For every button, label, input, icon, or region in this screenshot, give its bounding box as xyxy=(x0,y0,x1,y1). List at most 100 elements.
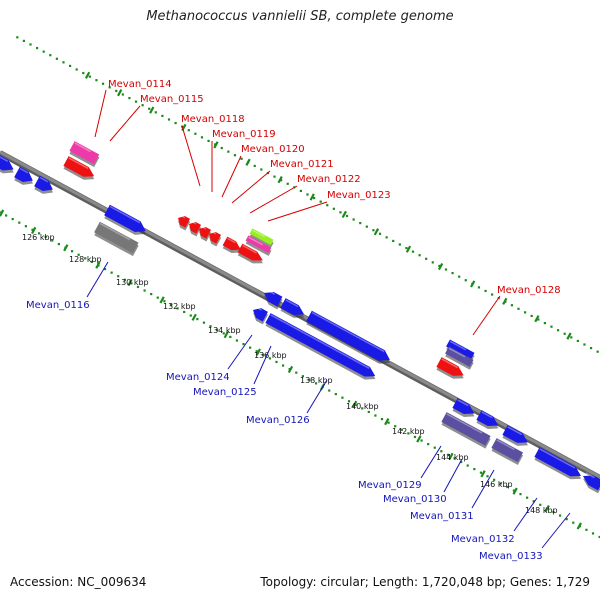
gene-label-Mevan_0119[interactable]: Mevan_0119 xyxy=(212,129,276,140)
gene-Mevan_0114[interactable] xyxy=(68,141,100,168)
gene-Mevan_0129[interactable] xyxy=(451,398,478,421)
track-dot xyxy=(128,96,131,100)
track-dot xyxy=(29,43,32,46)
track-dot xyxy=(167,118,171,121)
gene-Mevan_0121[interactable] xyxy=(205,230,222,247)
track-dot xyxy=(339,211,342,214)
gene-label-Mevan_0131[interactable]: Mevan_0131 xyxy=(410,511,474,522)
gene-body xyxy=(491,438,523,463)
track-dot xyxy=(347,400,351,403)
gene-body xyxy=(446,339,475,360)
track-dot xyxy=(361,407,364,410)
gene-label-Mevan_0116[interactable]: Mevan_0116 xyxy=(26,300,90,311)
gene-body xyxy=(264,292,283,307)
track-dot xyxy=(552,510,555,514)
gene-label-Mevan_0132[interactable]: Mevan_0132 xyxy=(451,534,515,545)
track-dot xyxy=(70,250,74,253)
track-dot xyxy=(262,353,265,356)
track-dot xyxy=(411,250,415,253)
gene-pink[interactable] xyxy=(244,235,272,256)
gene-blue[interactable] xyxy=(33,175,57,198)
leader-line-Mevan_0125 xyxy=(253,345,272,385)
gene-highlight xyxy=(201,225,207,230)
leader-line-Mevan_0121 xyxy=(231,170,271,204)
gene-blue[interactable] xyxy=(475,410,502,433)
gene-Mevan_0131[interactable] xyxy=(490,438,524,466)
gene-Mevan_0130[interactable] xyxy=(440,412,492,449)
gene-purple[interactable] xyxy=(444,346,475,370)
gene-Mevan_0119[interactable] xyxy=(185,220,202,237)
track-dot xyxy=(196,317,199,321)
gene-Mevan_0133[interactable] xyxy=(579,471,600,494)
gene-Mevan_0115[interactable] xyxy=(62,156,98,184)
scale-tick-label: 140 kbp xyxy=(346,402,379,411)
track-dot xyxy=(486,475,489,478)
gene-label-Mevan_0125[interactable]: Mevan_0125 xyxy=(193,387,257,398)
gene-Mevan_0116[interactable] xyxy=(93,221,140,257)
gene-Mevan_0125[interactable] xyxy=(264,313,379,384)
gene-label-Mevan_0120[interactable]: Mevan_0120 xyxy=(241,144,305,155)
gene-blue[interactable] xyxy=(260,288,284,310)
leader-line-Mevan_0118 xyxy=(181,125,201,187)
track-dot xyxy=(110,271,113,274)
gene-label-Mevan_0129[interactable]: Mevan_0129 xyxy=(358,480,422,491)
scale-tick-label: 146 kbp xyxy=(480,480,513,489)
gene-blue[interactable] xyxy=(0,154,18,178)
track-dot xyxy=(117,275,120,278)
gene-body xyxy=(69,141,100,165)
gene-highlight xyxy=(446,413,483,434)
gene-blue[interactable] xyxy=(103,204,150,239)
track-dot xyxy=(466,464,469,467)
gene-label-Mevan_0121[interactable]: Mevan_0121 xyxy=(270,159,334,170)
gene-label-Mevan_0130[interactable]: Mevan_0130 xyxy=(383,494,447,505)
gene-label-Mevan_0118[interactable]: Mevan_0118 xyxy=(181,114,245,125)
gene-label-Mevan_0128[interactable]: Mevan_0128 xyxy=(497,285,561,296)
track-dot xyxy=(242,342,245,346)
track-dot xyxy=(233,154,237,157)
gene-Mevan_0128[interactable] xyxy=(435,357,467,383)
gene-label-Mevan_0114[interactable]: Mevan_0114 xyxy=(108,79,172,90)
gene-blue[interactable] xyxy=(279,298,308,322)
gene-Mevan_0123[interactable] xyxy=(236,243,266,268)
gene-highlight xyxy=(39,176,49,183)
gene-Mevan_0118[interactable] xyxy=(174,214,191,231)
gene-label-Mevan_0133[interactable]: Mevan_0133 xyxy=(479,551,543,562)
track-dot xyxy=(556,329,560,332)
gene-blue[interactable] xyxy=(13,166,37,189)
track-dot xyxy=(510,304,514,307)
gene-body xyxy=(534,447,581,477)
track-dot xyxy=(187,129,190,132)
map-title: Methanococcus vannielii SB, complete gen… xyxy=(146,9,454,24)
gene-label-Mevan_0115[interactable]: Mevan_0115 xyxy=(140,94,204,105)
track-dot xyxy=(585,528,588,531)
gene-label-Mevan_0123[interactable]: Mevan_0123 xyxy=(327,190,391,201)
track-dot xyxy=(150,292,153,296)
gene-blue[interactable] xyxy=(501,425,532,450)
lower-major-tick xyxy=(255,348,261,356)
gene-highlight xyxy=(255,306,263,311)
gene-lime[interactable] xyxy=(248,228,274,248)
gene-body xyxy=(476,410,499,427)
track-dot xyxy=(194,132,197,135)
gene-body xyxy=(436,357,464,376)
track-dot xyxy=(532,500,535,503)
track-dot xyxy=(385,236,388,239)
track-dot xyxy=(68,64,72,68)
gene-Mevan_0126[interactable] xyxy=(305,310,394,368)
gene-highlight xyxy=(68,157,89,170)
gene-label-Mevan_0124[interactable]: Mevan_0124 xyxy=(166,372,230,383)
track-dot xyxy=(328,389,331,392)
upper-major-tick xyxy=(84,71,91,79)
leader-line-Mevan_0115 xyxy=(109,105,141,142)
track-dot xyxy=(326,204,329,207)
gene-Mevan_0132[interactable] xyxy=(533,447,585,483)
gene-Mevan_0122[interactable] xyxy=(221,236,244,257)
track-dot xyxy=(576,339,579,343)
gene-Mevan_0120[interactable] xyxy=(195,225,212,242)
lower-major-tick xyxy=(576,522,582,530)
gene-label-Mevan_0126[interactable]: Mevan_0126 xyxy=(246,415,310,426)
gene-Mevan_0124[interactable] xyxy=(249,305,269,325)
gene-label-Mevan_0122[interactable]: Mevan_0122 xyxy=(297,174,361,185)
track-dot xyxy=(413,435,417,439)
track-dot xyxy=(130,282,133,285)
